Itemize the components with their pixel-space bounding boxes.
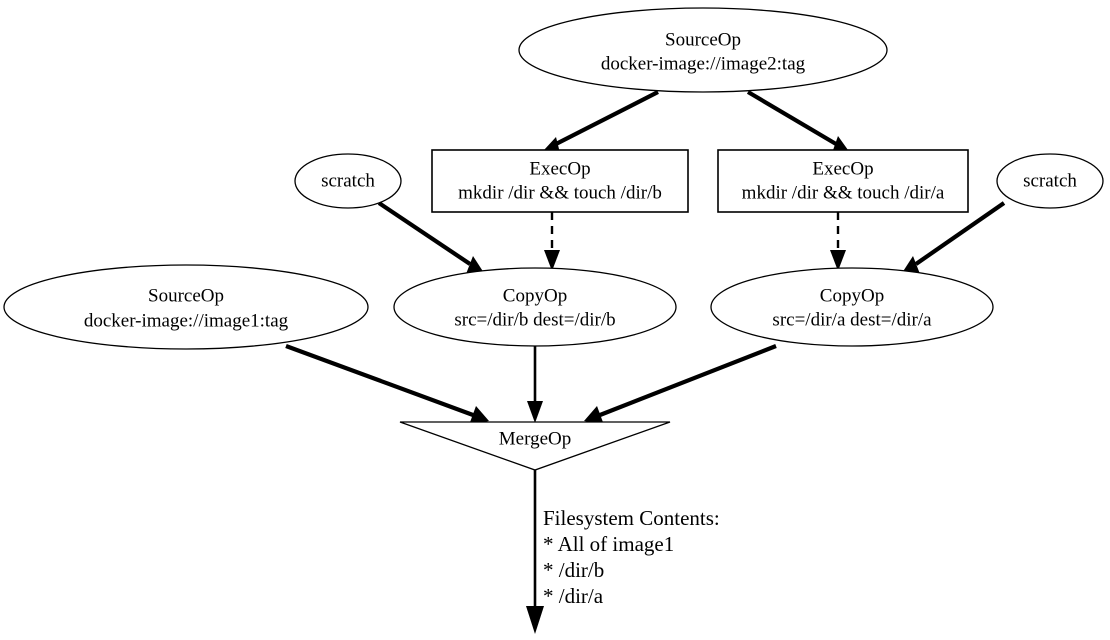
output-annotation: Filesystem Contents: * All of image1 * /… [543, 506, 720, 608]
node-copyop-a-ellipse [710, 267, 994, 347]
node-scratch-right[interactable]: scratch [996, 153, 1104, 209]
node-copyop-a-line1: CopyOp [820, 285, 884, 306]
edge-copyop-b-to-mergeop [527, 346, 543, 423]
node-scratch-right-ellipse [996, 153, 1104, 209]
node-copyop-b[interactable]: CopyOp src=/dir/b dest=/dir/b [393, 267, 677, 347]
node-sourceop-image2-ellipse [518, 7, 888, 93]
output-annotation-item-3: * /dir/a [543, 584, 604, 608]
node-copyop-b-line1: CopyOp [503, 285, 567, 306]
node-sourceop-image1-ellipse [3, 264, 369, 350]
edge-copyop-a-to-mergeop [584, 344, 777, 425]
node-sourceop-image1-line1: SourceOp [148, 285, 224, 306]
node-execop-a-line2: mkdir /dir && touch /dir/a [742, 182, 945, 203]
node-execop-b[interactable]: ExecOp mkdir /dir && touch /dir/b [431, 149, 689, 213]
edge-execop-b-to-copyop-b [544, 212, 560, 271]
output-annotation-item-1: * All of image1 [543, 532, 674, 556]
node-execop-a-line1: ExecOp [812, 158, 873, 179]
edge-execop-a-to-copyop-a [830, 212, 846, 271]
edge-sourceop-image1-to-mergeop [285, 344, 489, 425]
node-copyop-a[interactable]: CopyOp src=/dir/a dest=/dir/a [710, 267, 994, 347]
output-annotation-title: Filesystem Contents: [543, 506, 720, 530]
node-mergeop[interactable]: MergeOp [399, 421, 671, 471]
node-execop-b-box [431, 149, 689, 213]
node-mergeop-triangle [399, 421, 671, 471]
node-scratch-left[interactable]: scratch [294, 153, 402, 209]
node-copyop-b-line2: src=/dir/b dest=/dir/b [454, 309, 615, 330]
node-sourceop-image2-line2: docker-image://image2:tag [601, 53, 806, 74]
node-sourceop-image1[interactable]: SourceOp docker-image://image1:tag [3, 264, 369, 350]
node-copyop-b-ellipse [393, 267, 677, 347]
node-execop-b-line2: mkdir /dir && touch /dir/b [458, 182, 662, 203]
edge-mergeop-to-output [526, 470, 544, 634]
node-execop-b-line1: ExecOp [529, 158, 590, 179]
node-execop-a-box [717, 149, 969, 213]
node-scratch-left-ellipse [294, 153, 402, 209]
edge-scratch-right-to-copyop-a [902, 201, 1006, 274]
output-annotation-item-2: * /dir/b [543, 558, 604, 582]
node-mergeop-label: MergeOp [499, 428, 571, 449]
edge-scratch-left-to-copyop-b [377, 201, 484, 274]
node-scratch-right-label: scratch [1023, 170, 1077, 191]
edge-sourceop-image2-to-execop-a [746, 90, 848, 153]
node-copyop-a-line2: src=/dir/a dest=/dir/a [772, 309, 932, 330]
node-execop-a[interactable]: ExecOp mkdir /dir && touch /dir/a [717, 149, 969, 213]
node-sourceop-image1-line2: docker-image://image1:tag [84, 310, 289, 331]
node-sourceop-image2[interactable]: SourceOp docker-image://image2:tag [518, 7, 888, 93]
node-sourceop-image2-line1: SourceOp [665, 29, 741, 50]
node-scratch-left-label: scratch [321, 170, 375, 191]
edge-sourceop-image2-to-execop-b [544, 90, 659, 153]
